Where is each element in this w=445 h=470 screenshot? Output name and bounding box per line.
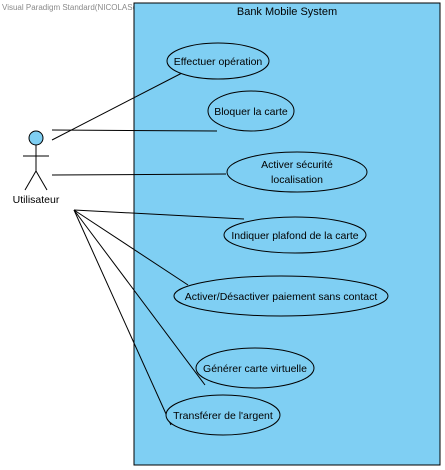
use-case-label-line-1: Activer sécurité (261, 159, 333, 171)
stick-figure-icon (23, 145, 49, 191)
actor-utilisateur[interactable]: Utilisateur (13, 130, 60, 206)
association-activer-securite (51, 173, 227, 176)
actor-label: Utilisateur (13, 194, 60, 206)
association-activer-paiement (73, 209, 189, 286)
use-case-label: Bloquer la carte (214, 106, 288, 118)
use-case-transferer-argent[interactable]: Transférer de l'argent (165, 394, 281, 436)
use-case-bloquer-carte[interactable]: Bloquer la carte (207, 90, 295, 132)
use-case-effectuer-operation[interactable]: Effectuer opération (166, 42, 270, 80)
use-case-activer-securite-localisation[interactable]: Activer sécurité localisation (226, 151, 368, 193)
use-case-indiquer-plafond[interactable]: Indiquer plafond de la carte (223, 216, 367, 254)
use-case-label: Indiquer plafond de la carte (231, 230, 358, 242)
associations (51, 72, 245, 426)
association-generer-carte (73, 209, 206, 386)
use-case-activer-desactiver-paiement[interactable]: Activer/Désactiver paiement sans contact (173, 275, 389, 317)
use-case-generer-carte-virtuelle[interactable]: Générer carte virtuelle (195, 347, 315, 389)
use-case-label: Activer/Désactiver paiement sans contact (185, 291, 378, 303)
use-case-label: Générer carte virtuelle (203, 363, 307, 375)
system-title: Bank Mobile System (237, 6, 337, 18)
association-transferer-argent (73, 209, 172, 426)
association-bloquer-carte (51, 129, 218, 132)
watermark-text: Visual Paradigm Standard(NICOLAS(Univers… (2, 3, 208, 12)
association-effectuer-operation (51, 72, 183, 141)
use-case-label: Transférer de l'argent (173, 410, 273, 422)
association-indiquer-plafond (73, 209, 245, 220)
use-case-label: Effectuer opération (174, 56, 263, 68)
use-case-label-line-2: localisation (271, 174, 323, 186)
actor-head-icon (28, 130, 44, 146)
